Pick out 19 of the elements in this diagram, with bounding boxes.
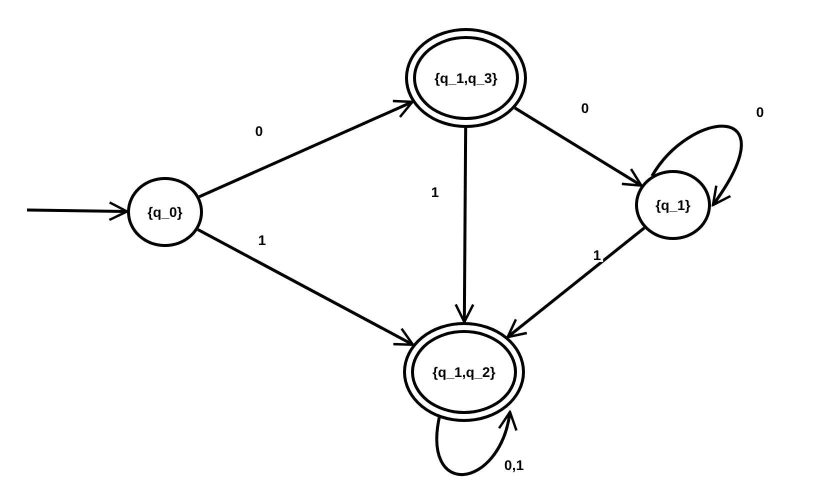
edge-label: 0,1 — [502, 458, 526, 472]
edge-label: 1 — [429, 185, 441, 199]
state-label: {q_1,q_2} — [432, 362, 496, 382]
transition-arrow — [650, 124, 743, 206]
transition-arrow — [26, 201, 128, 222]
transition-arrow — [198, 100, 414, 198]
edge-label: 0 — [253, 124, 265, 138]
state-label: {q_1,q_3} — [434, 68, 498, 88]
edge-label: 0 — [579, 101, 591, 115]
state-label: {q_1} — [655, 196, 691, 215]
state-label: {q_0} — [147, 202, 183, 222]
edge-label: 1 — [256, 233, 268, 247]
transition-arrow — [436, 410, 516, 476]
transition-arrow — [514, 106, 643, 187]
transition-arrow — [197, 228, 414, 346]
transition-arrow — [506, 226, 646, 338]
edge-label: 1 — [591, 248, 603, 262]
edge-label: 0 — [754, 105, 766, 119]
transition-arrow — [454, 128, 474, 324]
